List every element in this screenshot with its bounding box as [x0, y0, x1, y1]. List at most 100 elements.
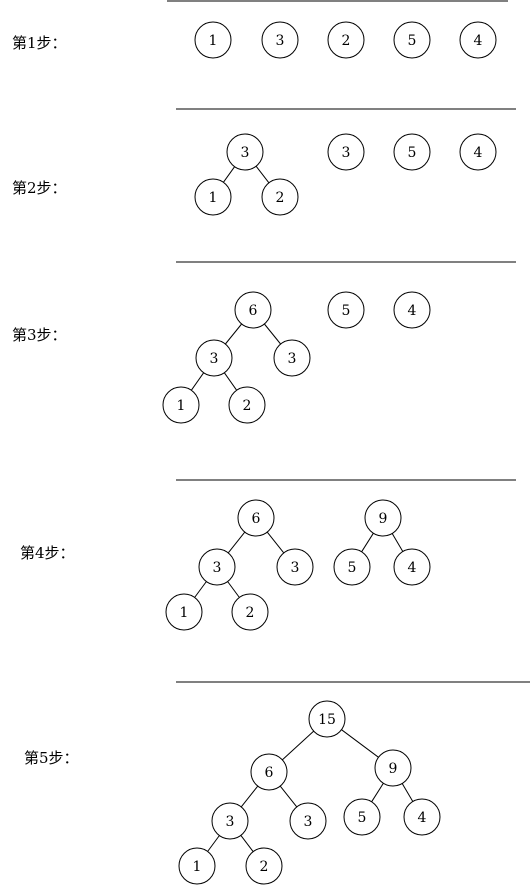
node-circle	[289, 802, 327, 840]
node-value: 2	[246, 605, 255, 621]
tree-node: 3	[276, 548, 314, 586]
node-value: 5	[342, 303, 351, 319]
tree-edge	[279, 785, 298, 808]
node-value: 15	[318, 712, 336, 728]
node-value: 3	[213, 560, 222, 576]
step-5-label: 第5步：	[24, 749, 79, 767]
node-circle	[327, 21, 365, 59]
tree-node: 1	[162, 386, 200, 424]
tree-node: 3	[289, 802, 327, 840]
tree-edge	[222, 166, 236, 183]
tree-node: 2	[327, 21, 365, 59]
tree-node: 3	[198, 548, 236, 586]
node-value: 2	[342, 33, 351, 49]
node-circle	[276, 548, 314, 586]
node-value: 1	[209, 33, 218, 49]
node-value: 6	[265, 765, 274, 781]
tree-node: 5	[343, 798, 381, 836]
node-circle	[198, 548, 236, 586]
node-value: 2	[260, 859, 269, 875]
tree-node: 15	[308, 700, 346, 738]
tree-node: 6	[237, 499, 275, 537]
node-circle	[234, 291, 272, 329]
node-circle	[393, 133, 431, 171]
step-1-label: 第1步：	[12, 34, 67, 52]
node-circle	[245, 847, 283, 885]
node-value: 4	[474, 33, 483, 49]
step-4-label: 第4步：	[20, 544, 75, 562]
node-circle	[327, 291, 365, 329]
tree-edge	[266, 531, 285, 554]
tree-edge	[264, 323, 281, 345]
node-value: 3	[291, 560, 300, 576]
node-value: 5	[408, 145, 417, 161]
tree-edge	[255, 165, 270, 184]
tree-node: 4	[393, 548, 431, 586]
tree-node: 3	[327, 133, 365, 171]
tree-node: 9	[374, 749, 412, 787]
node-circle	[327, 133, 365, 171]
tree-edge	[341, 729, 379, 758]
node-circle	[261, 21, 299, 59]
tree-node: 2	[245, 847, 283, 885]
node-value: 9	[379, 511, 388, 527]
tree-node: 2	[261, 178, 299, 216]
step-1-group: 第1步： 1 3 2 5 4	[12, 0, 508, 59]
node-value: 4	[408, 303, 417, 319]
node-circle	[228, 386, 266, 424]
step-5-group: 第5步： 15 6 9 3 3 5 4 1 2	[24, 681, 530, 885]
tree-edge	[240, 835, 254, 852]
tree-edge	[190, 372, 205, 391]
node-value: 6	[252, 511, 261, 527]
node-circle	[261, 178, 299, 216]
tree-edge	[240, 785, 259, 808]
node-circle	[393, 21, 431, 59]
tree-node: 4	[403, 798, 441, 836]
tree-node: 1	[194, 21, 232, 59]
tree-node: 6	[234, 291, 272, 329]
tree-node: 3	[273, 339, 311, 377]
node-circle	[211, 802, 249, 840]
tree-edge	[227, 531, 246, 554]
step-2-group: 第2步： 3 1 2 3 5 4	[12, 108, 516, 216]
node-value: 5	[408, 33, 417, 49]
node-circle	[237, 499, 275, 537]
tree-node: 4	[393, 291, 431, 329]
node-value: 5	[358, 810, 367, 826]
tree-node: 9	[364, 499, 402, 537]
node-circle	[195, 339, 233, 377]
node-circle	[459, 21, 497, 59]
tree-node: 1	[194, 178, 232, 216]
tree-node: 5	[327, 291, 365, 329]
tree-node: 6	[250, 753, 288, 791]
tree-node: 3	[226, 133, 264, 171]
step-2-label: 第2步：	[12, 179, 67, 197]
tree-node: 1	[178, 847, 216, 885]
node-circle	[364, 499, 402, 537]
tree-edge	[194, 581, 207, 598]
node-circle	[162, 386, 200, 424]
node-value: 2	[276, 190, 285, 206]
tree-node: 4	[459, 133, 497, 171]
node-circle	[343, 798, 381, 836]
step-3-label: 第3步：	[12, 326, 67, 344]
tree-node: 2	[228, 386, 266, 424]
node-value: 4	[474, 145, 483, 161]
node-value: 3	[304, 814, 313, 830]
node-circle	[403, 798, 441, 836]
node-circle	[250, 753, 288, 791]
tree-node: 3	[211, 802, 249, 840]
node-circle	[165, 593, 203, 631]
node-circle	[178, 847, 216, 885]
tree-edge	[361, 532, 374, 553]
tree-edge	[223, 372, 238, 391]
tree-node: 2	[231, 593, 269, 631]
tree-node: 4	[459, 21, 497, 59]
node-value: 3	[241, 145, 250, 161]
node-value: 3	[276, 33, 285, 49]
node-value: 4	[408, 560, 417, 576]
tree-node: 5	[393, 21, 431, 59]
